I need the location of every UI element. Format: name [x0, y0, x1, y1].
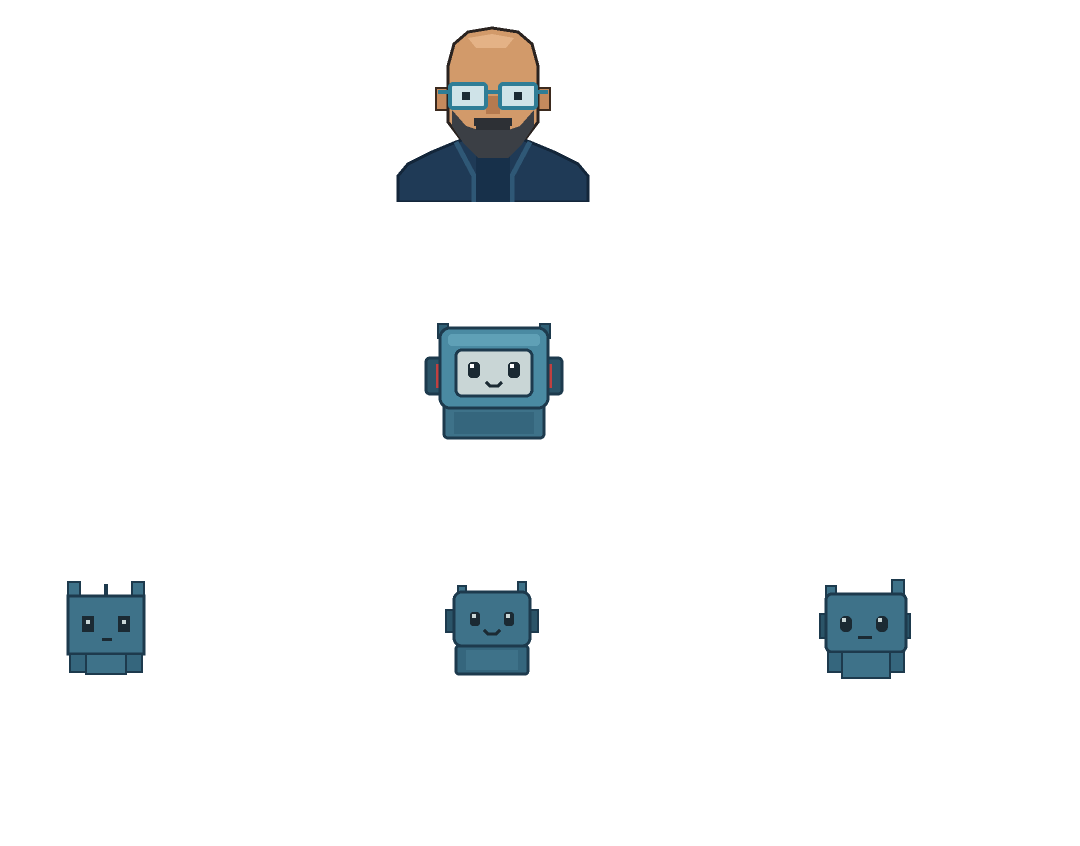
small-robot-icon — [64, 578, 148, 678]
small-robot-smiling-icon — [444, 580, 540, 678]
small-robot-icon — [818, 578, 912, 682]
robot-with-headphones-icon — [424, 320, 564, 444]
human-avatar-icon — [396, 26, 590, 202]
